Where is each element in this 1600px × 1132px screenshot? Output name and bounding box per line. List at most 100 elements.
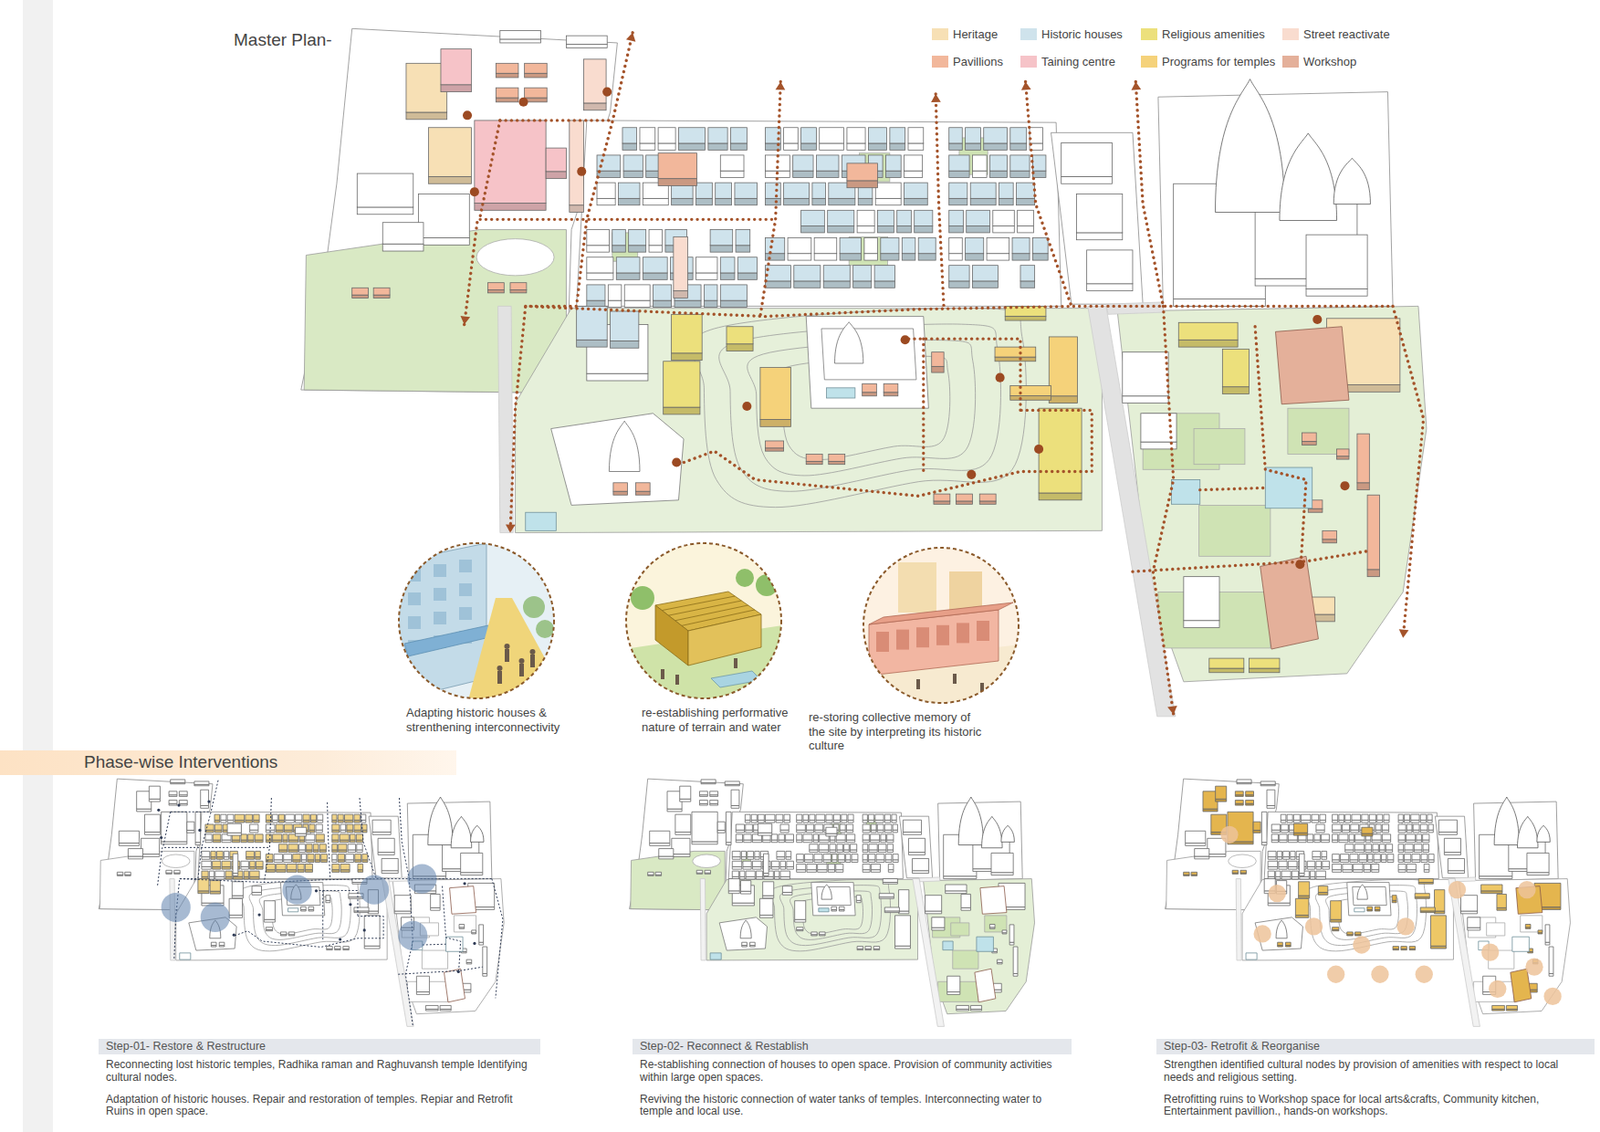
historic-house	[885, 854, 892, 860]
pavilion	[227, 823, 241, 833]
building-side	[460, 872, 483, 876]
historic-house	[740, 870, 745, 877]
historic-house	[1387, 854, 1394, 860]
religious-amenity-side	[663, 407, 701, 415]
historic-house-side	[730, 143, 747, 150]
heritage-building-side	[145, 831, 161, 835]
pavilion-strip-side	[1013, 972, 1018, 976]
pavilion	[1361, 826, 1373, 834]
building-side	[1087, 283, 1133, 292]
historic-house	[875, 814, 884, 820]
road	[1106, 302, 1164, 314]
historic-house	[1411, 854, 1421, 860]
garden-path	[476, 239, 555, 276]
dotted-route	[1254, 326, 1307, 562]
historic-house	[870, 834, 880, 840]
historic-house	[1406, 863, 1416, 869]
historic-house	[904, 182, 929, 199]
religious-amenity-side	[961, 907, 971, 910]
historic-house	[607, 284, 622, 301]
historic-house	[314, 854, 320, 860]
historic-house	[1420, 814, 1426, 820]
temple-program	[878, 893, 894, 898]
pavilion	[1302, 432, 1318, 441]
route-node	[338, 937, 342, 941]
historic-house	[1351, 814, 1361, 820]
training-centre-side	[148, 798, 160, 802]
religious-amenity-side	[430, 907, 440, 910]
dotted-route	[179, 878, 492, 883]
step-heading: Step-03- Retrofit & Reorganise	[1156, 1038, 1595, 1055]
religious-amenity	[1248, 658, 1280, 669]
vignette-caption: re-establishing performative nature of t…	[641, 705, 820, 734]
historic-house	[818, 844, 828, 850]
temple-platform	[811, 882, 856, 916]
historic-house	[1398, 834, 1405, 840]
historic-house	[745, 870, 755, 877]
historic-house	[254, 834, 263, 840]
pavilion	[847, 163, 879, 181]
pavilion	[265, 927, 272, 931]
historic-house	[972, 265, 998, 282]
historic-house-side	[904, 198, 929, 205]
temple-dome	[1516, 815, 1538, 848]
dotted-route	[902, 338, 1021, 410]
historic-house	[836, 863, 844, 869]
historic-house	[796, 824, 806, 830]
phase-step: Step-01- Restore & RestructureReconnecti…	[98, 1038, 541, 1119]
historic-house-side	[678, 143, 705, 150]
historic-house	[347, 844, 356, 850]
historic-house	[1413, 844, 1422, 850]
religious-amenity	[961, 893, 971, 908]
historic-house	[596, 182, 616, 199]
historic-house-side	[610, 340, 639, 348]
route-node	[207, 799, 210, 803]
route-node	[363, 928, 367, 931]
historic-house	[1300, 814, 1310, 820]
sketch-pavilion-face	[655, 605, 689, 666]
historic-house	[710, 230, 733, 246]
historic-house	[362, 824, 367, 830]
building	[118, 830, 139, 843]
building-side	[1479, 876, 1513, 879]
historic-house	[301, 854, 306, 860]
sketch-person-head	[530, 648, 536, 655]
dotted-route	[263, 797, 272, 883]
religious-amenity	[1317, 886, 1328, 893]
building-side	[1526, 872, 1549, 876]
sketch-tree	[535, 619, 555, 638]
historic-house	[315, 824, 323, 830]
historic-house	[837, 854, 845, 860]
religious-amenity-side	[229, 914, 242, 918]
historic-house-side	[1032, 253, 1048, 261]
pavilion-strip-side	[1367, 569, 1380, 577]
historic-house	[735, 824, 744, 830]
pavilion-strip-side	[482, 972, 488, 976]
historic-house-side	[671, 198, 693, 205]
pavilion	[757, 823, 772, 833]
heading-band	[0, 750, 457, 775]
cultural-node-marker	[1488, 980, 1506, 998]
pavilion	[280, 931, 286, 935]
pavilion-side	[828, 460, 846, 464]
sketch-window	[433, 611, 447, 625]
pavilion	[495, 62, 519, 74]
historic-house	[596, 155, 621, 171]
historic-house	[1375, 824, 1381, 830]
historic-house	[253, 814, 260, 820]
historic-house	[250, 870, 260, 877]
historic-house	[1349, 834, 1354, 840]
legend-swatch	[1020, 28, 1037, 41]
pavilion-strip	[1548, 946, 1554, 973]
route-node	[457, 970, 461, 973]
route-node	[232, 933, 236, 937]
historic-house-side	[794, 281, 821, 288]
historic-house	[1316, 860, 1322, 867]
historic-house	[1373, 854, 1381, 860]
historic-house	[901, 237, 916, 253]
green-patch	[1520, 915, 1543, 932]
religious-amenity	[763, 881, 774, 896]
historic-house	[735, 230, 751, 246]
historic-house	[1312, 850, 1321, 857]
pavilion	[811, 931, 817, 935]
